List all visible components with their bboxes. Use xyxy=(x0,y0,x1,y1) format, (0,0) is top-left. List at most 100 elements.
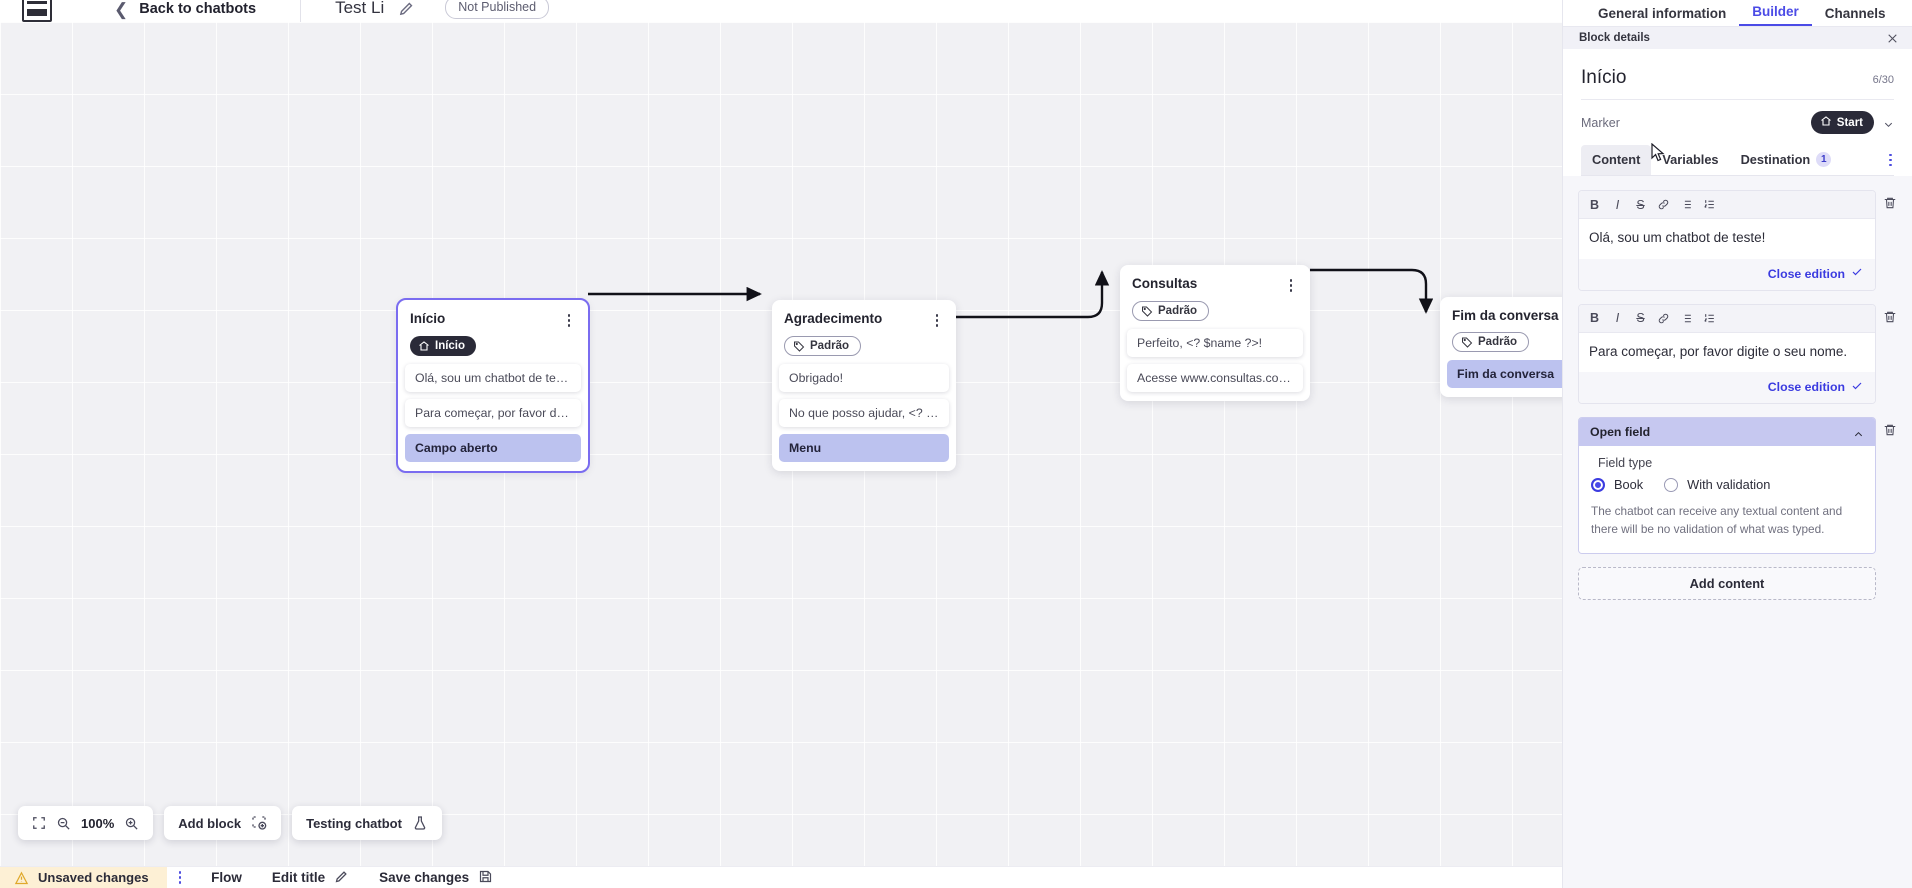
node-message[interactable]: Para começar, por favor digite o ... xyxy=(405,398,581,427)
close-edition-label: Close edition xyxy=(1767,266,1845,281)
node-message[interactable]: Perfeito, <? $name ?>! xyxy=(1127,328,1303,357)
close-edition-button[interactable]: Close edition xyxy=(1768,380,1863,395)
editor-text[interactable]: Olá, sou um chatbot de teste! xyxy=(1579,219,1875,259)
chevron-up-icon[interactable] xyxy=(1853,427,1864,438)
numbered-list-icon[interactable] xyxy=(1698,195,1721,214)
tab-channels[interactable]: Channels xyxy=(1824,6,1886,21)
node-message[interactable]: No que posso ajudar, <? $name ... xyxy=(779,398,949,427)
chatbot-title: Test Li xyxy=(335,0,385,17)
fit-screen-icon[interactable] xyxy=(32,816,46,830)
open-field-block: Open field Field type Book xyxy=(1578,417,1897,554)
delete-content-icon[interactable] xyxy=(1883,195,1897,211)
italic-icon[interactable]: I xyxy=(1615,197,1620,212)
content-editors-list: B I S xyxy=(1563,176,1912,888)
node-menu-icon[interactable] xyxy=(562,311,576,327)
canvas-toolbar: 100% Add block Testing chatbot xyxy=(18,806,442,840)
marker-label: Marker xyxy=(1581,115,1620,130)
link-icon[interactable] xyxy=(1652,309,1675,328)
open-field-header[interactable]: Open field xyxy=(1579,418,1875,447)
close-edition-button[interactable]: Close edition xyxy=(1768,266,1863,281)
char-counter: 6/30 xyxy=(1872,74,1894,86)
chevron-down-icon[interactable] xyxy=(1883,117,1894,128)
check-icon xyxy=(1851,380,1863,395)
node-tag-label: Padrão xyxy=(810,339,849,352)
edit-title-pencil-icon[interactable] xyxy=(398,0,415,17)
footer-menu-icon[interactable] xyxy=(178,871,182,884)
node-tag-label: Início xyxy=(435,339,466,352)
rich-text-editor[interactable]: B I S xyxy=(1578,303,1876,405)
delete-content-icon[interactable] xyxy=(1883,309,1897,325)
zoom-out-icon[interactable] xyxy=(56,816,71,831)
link-icon[interactable] xyxy=(1652,195,1675,214)
tab-destination[interactable]: Destination 1 xyxy=(1730,145,1843,175)
tab-general-information[interactable]: General information xyxy=(1598,6,1727,21)
node-message[interactable]: Acesse www.consultas.com par... xyxy=(1127,363,1303,392)
bullet-list-icon[interactable] xyxy=(1675,309,1698,328)
open-field-description: The chatbot can receive any textual cont… xyxy=(1591,504,1843,536)
close-icon[interactable] xyxy=(1886,32,1899,45)
back-to-chatbots-link[interactable]: Back to chatbots xyxy=(139,1,257,17)
node-message-highlight[interactable]: Fim da conversa xyxy=(1447,360,1562,388)
flow-node-fim-da-conversa[interactable]: Fim da conversa Padrão Fim da conversa xyxy=(1440,297,1562,397)
editor-footer: Close edition xyxy=(1579,258,1875,290)
panel-body: Início 6/30 Marker Start xyxy=(1563,49,1912,176)
open-field-title: Open field xyxy=(1590,425,1651,440)
panel-top-tabs: General information Builder Channels xyxy=(1563,0,1912,27)
node-tag-label: Padrão xyxy=(1158,304,1197,317)
bullet-list-icon[interactable] xyxy=(1675,195,1698,214)
footer-save-changes-button[interactable]: Save changes xyxy=(379,869,493,887)
add-content-button[interactable]: Add content xyxy=(1578,566,1876,600)
footer-edit-title-button[interactable]: Edit title xyxy=(272,869,349,887)
destination-count-badge: 1 xyxy=(1816,152,1832,167)
tab-content[interactable]: Content xyxy=(1581,145,1652,175)
flow-canvas[interactable]: Início Início Olá, sou um chatbot de tes… xyxy=(0,22,1562,866)
node-tag-default: Padrão xyxy=(784,335,861,356)
node-message[interactable]: Obrigado! xyxy=(779,363,949,392)
bold-icon[interactable]: B xyxy=(1589,197,1600,212)
node-menu-icon[interactable] xyxy=(1284,276,1298,292)
tag-icon xyxy=(1461,336,1473,348)
radio-book-label: Book xyxy=(1614,477,1644,493)
block-details-header: Block details xyxy=(1563,27,1912,49)
marker-selector[interactable]: Start xyxy=(1810,111,1894,134)
strikethrough-icon[interactable]: S xyxy=(1636,311,1645,326)
delete-open-field-icon[interactable] xyxy=(1883,422,1897,438)
flow-node-agradecimento[interactable]: Agradecimento Padrão Obrigado! No que po… xyxy=(772,300,956,471)
radio-book[interactable] xyxy=(1591,477,1605,492)
right-panel: General information Builder Channels Blo… xyxy=(1562,0,1912,888)
strikethrough-icon[interactable]: S xyxy=(1636,197,1645,212)
top-bar-divider xyxy=(300,0,302,22)
editor-text[interactable]: Para começar, por favor digite o seu nom… xyxy=(1579,332,1875,373)
flow-node-consultas[interactable]: Consultas Padrão Perfeito, <? $name ?>! … xyxy=(1120,265,1310,401)
add-block-button[interactable]: Add block xyxy=(164,806,282,840)
zoom-controls: 100% xyxy=(18,806,154,840)
node-message-highlight[interactable]: Menu xyxy=(779,433,949,462)
add-block-icon xyxy=(251,815,267,831)
rich-text-toolbar: B I S xyxy=(1579,304,1875,333)
numbered-list-icon[interactable] xyxy=(1698,309,1721,328)
app-logo-icon[interactable] xyxy=(22,0,52,22)
flow-node-inicio[interactable]: Início Início Olá, sou um chatbot de tes… xyxy=(396,298,590,473)
radio-with-validation[interactable] xyxy=(1664,477,1679,492)
tab-variables[interactable]: Variables xyxy=(1651,145,1729,175)
content-tabs-menu-icon[interactable] xyxy=(1889,153,1892,167)
node-message-highlight[interactable]: Campo aberto xyxy=(405,433,581,462)
tab-builder[interactable]: Builder xyxy=(1739,4,1812,26)
open-field-card: Open field Field type Book xyxy=(1578,417,1876,554)
italic-icon[interactable]: I xyxy=(1615,311,1620,326)
home-icon xyxy=(418,340,430,352)
node-message[interactable]: Olá, sou um chatbot de teste! xyxy=(405,363,581,392)
tab-content-label: Content xyxy=(1592,152,1641,167)
save-icon xyxy=(478,869,493,887)
content-tabs: Content Variables Destination 1 xyxy=(1581,143,1894,176)
testing-chatbot-button[interactable]: Testing chatbot xyxy=(292,806,442,840)
rich-text-editor[interactable]: B I S xyxy=(1578,190,1876,291)
field-type-label: Field type xyxy=(1598,456,1653,471)
footer-flow-button[interactable]: Flow xyxy=(211,870,242,885)
node-menu-icon[interactable] xyxy=(930,311,944,327)
back-chevron-icon[interactable]: ❮ xyxy=(114,0,129,19)
footer-save-label: Save changes xyxy=(379,870,470,885)
bold-icon[interactable]: B xyxy=(1589,311,1600,326)
zoom-in-icon[interactable] xyxy=(124,816,139,831)
